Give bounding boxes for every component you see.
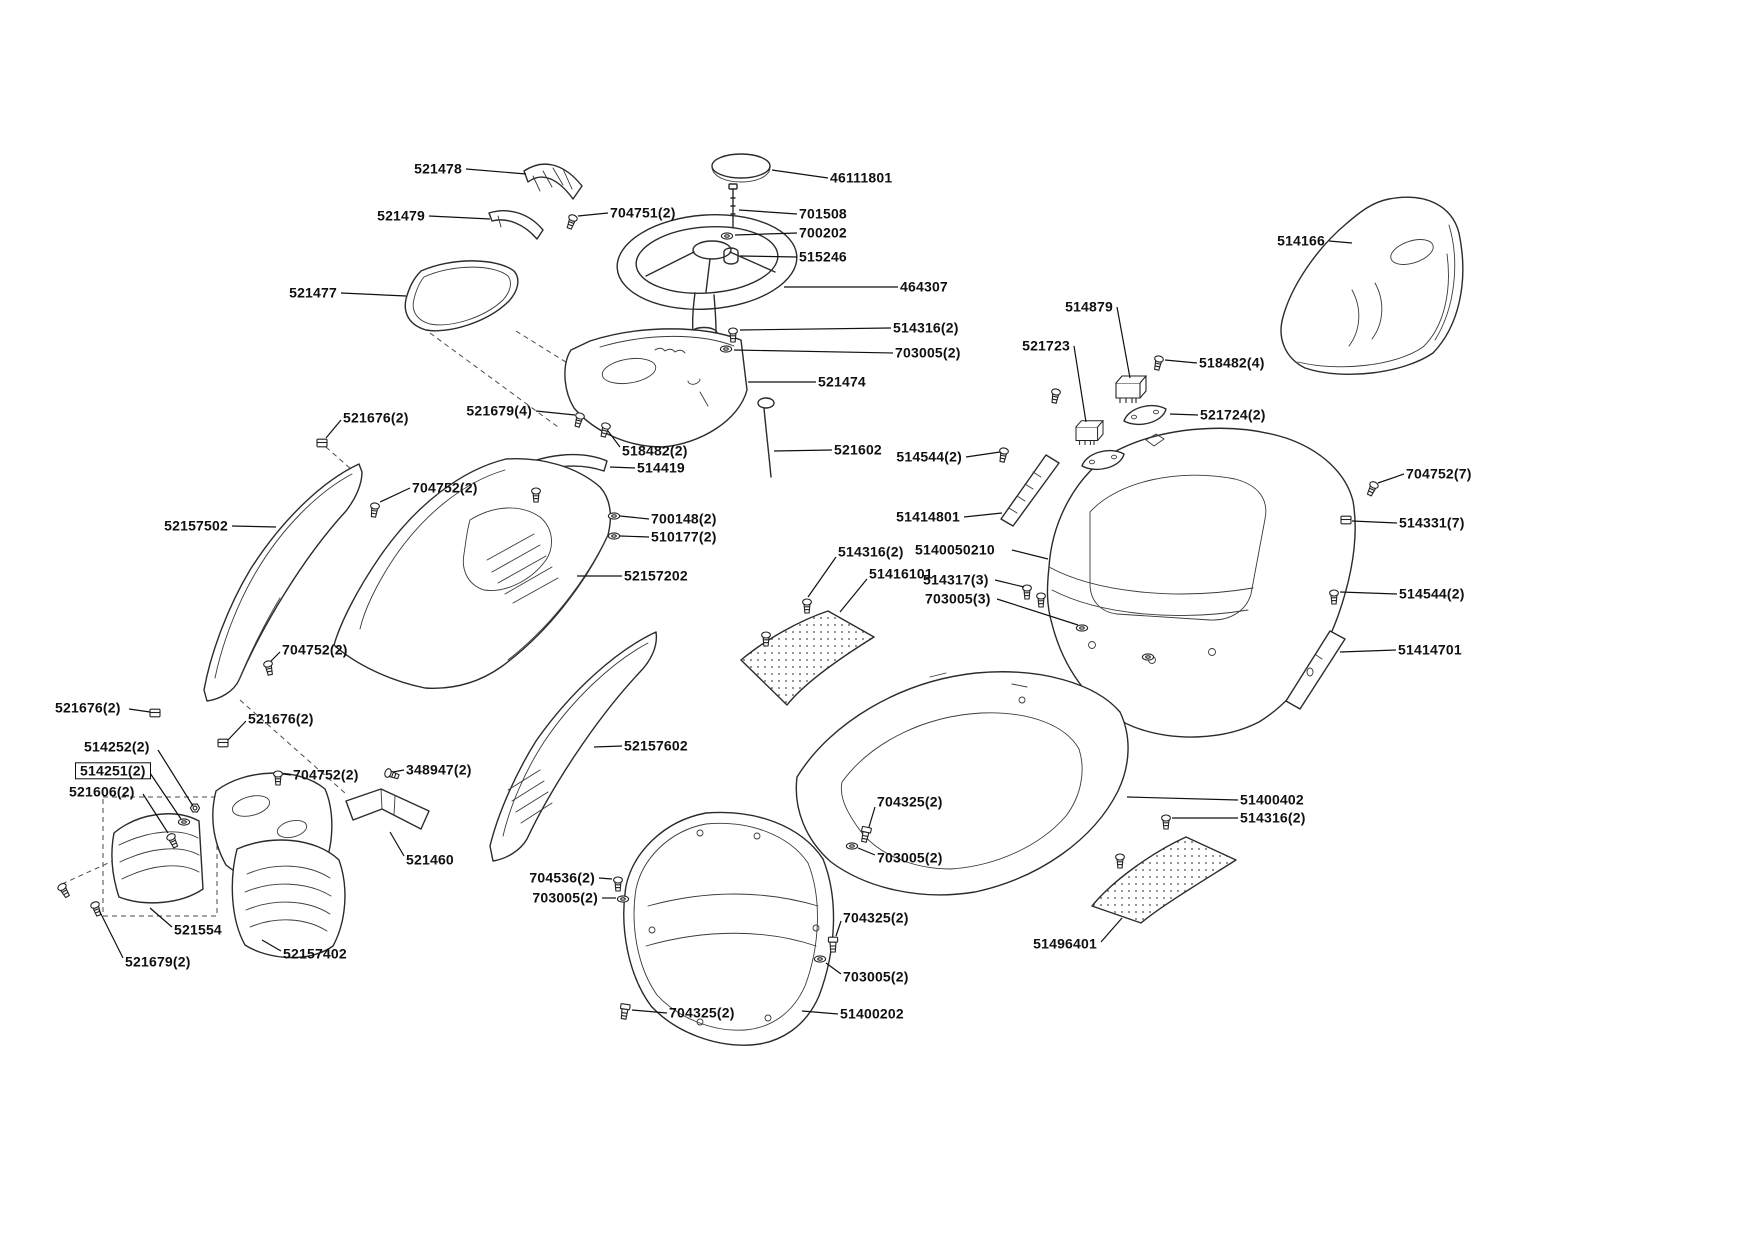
right-footrest-plate-drawing [1091, 836, 1237, 924]
leader-line-34 [1377, 473, 1405, 484]
leader-line-56 [261, 939, 282, 952]
leader-line-20 [773, 449, 833, 452]
rear-panel-drawing [623, 811, 835, 1046]
leader-line-55 [835, 920, 842, 937]
leader-line-35 [1351, 520, 1398, 524]
leader-line-10 [739, 327, 892, 331]
leader-line-39 [128, 708, 151, 713]
leader-line-27 [231, 525, 277, 528]
leader-line-46 [593, 745, 623, 748]
dash-console-drawing [564, 328, 748, 448]
leader-line-51 [389, 831, 405, 857]
leader-line-14 [1164, 359, 1198, 364]
leader-line-50 [857, 847, 876, 856]
leader-line-16 [1169, 413, 1199, 416]
leader-line-26 [619, 535, 650, 538]
leader-line-23 [379, 487, 411, 503]
support-bracket-drawing [345, 788, 430, 830]
hood-drawing [333, 458, 612, 689]
leader-line-48 [1126, 796, 1239, 801]
leader-line-60 [631, 1009, 668, 1014]
leader-line-22 [965, 451, 1001, 458]
leader-line-25 [963, 512, 1003, 518]
steering-wheel-drawing [616, 213, 798, 340]
support-bracket-right-drawing [1000, 454, 1060, 527]
support-bracket-rear-drawing [1285, 630, 1346, 710]
leader-line-40 [227, 720, 247, 741]
leader-line-11 [733, 349, 894, 354]
hood-insert-drawing [404, 260, 519, 332]
leader-line-18 [535, 410, 576, 416]
leader-line-3 [577, 212, 609, 217]
leader-line-42 [149, 772, 182, 820]
leader-line-61 [801, 1010, 839, 1015]
leader-line-58 [825, 962, 842, 975]
leader-line-2 [428, 215, 491, 220]
leader-line-33 [996, 598, 1079, 626]
leader-line-57 [98, 909, 124, 959]
leader-line-24 [619, 515, 650, 520]
leader-line-1 [771, 169, 829, 179]
leader-line-12 [1116, 306, 1131, 379]
rear-body-drawing [1046, 427, 1356, 738]
steering-bushing-drawing [723, 247, 739, 265]
leader-line-31 [839, 578, 868, 613]
seat-drawing [1280, 196, 1464, 376]
leader-line-41 [157, 749, 194, 807]
leader-line-7 [340, 292, 407, 297]
leader-line-17 [325, 419, 342, 439]
switch-plate-drawing [1081, 404, 1167, 471]
leader-line-9 [1328, 240, 1353, 244]
leader-line-0 [465, 168, 527, 175]
trim-strip2-drawing [488, 210, 544, 240]
front-grille-panel-drawing [212, 772, 346, 959]
leader-line-59 [1100, 917, 1123, 943]
leader-line-37 [1339, 649, 1397, 653]
trim-strip-drawing [523, 163, 583, 200]
steering-cap-drawing [711, 153, 771, 183]
leader-line-52 [598, 877, 613, 880]
leader-line-19 [607, 430, 621, 448]
dipstick-drawing [757, 397, 775, 478]
leader-line-32 [994, 579, 1025, 588]
leader-line-43 [142, 793, 169, 834]
leader-line-38 [270, 651, 281, 662]
left-side-panel-drawing [203, 463, 363, 702]
leader-line-36 [1339, 591, 1398, 595]
leader-line-30 [1011, 549, 1049, 560]
leader-line-4 [738, 209, 798, 215]
leader-line-6 [739, 255, 798, 258]
leader-line-5 [734, 232, 798, 236]
leader-line-13 [1073, 345, 1087, 423]
leader-line-45 [392, 769, 405, 773]
leader-line-29 [807, 556, 837, 598]
leader-line-44 [282, 773, 292, 776]
lower-body-drawing [795, 671, 1129, 896]
leader-line-54 [149, 907, 173, 928]
steering-bolt-drawing [728, 183, 738, 229]
right-side-panel-drawing [489, 631, 658, 862]
leader-line-47 [868, 806, 876, 828]
leader-line-21 [609, 466, 636, 469]
